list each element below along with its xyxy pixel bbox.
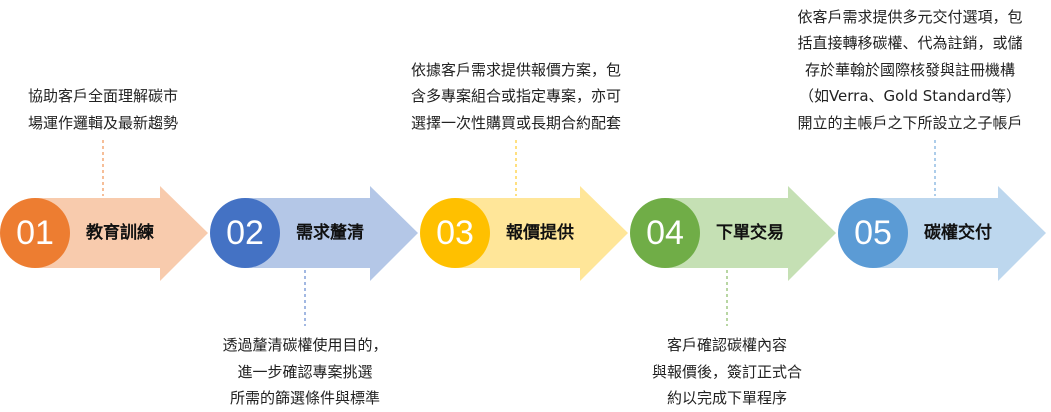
step-label: 碳權交付	[924, 223, 992, 243]
step-01-description: 協助客戶全面理解碳市場運作邏輯及最新趨勢	[28, 83, 178, 136]
step-04-arrow	[665, 186, 836, 281]
step-01-circle	[0, 198, 70, 268]
step-03-circle	[420, 198, 490, 268]
description-line: 含多專案組合或指定專案，亦可	[410, 87, 622, 105]
step-number: 05	[854, 214, 892, 252]
description-line: 與報價後，簽訂正式合	[651, 362, 803, 381]
step-05-description: 依客戶需求提供多元交付選項，包括直接轉移碳權、代為註銷，或儲存於華翰於國際核發與…	[797, 4, 1022, 137]
description-line: 存於華翰於國際核發與註冊機構	[804, 60, 1016, 79]
step-03-arrow	[455, 186, 628, 281]
step-number: 01	[16, 214, 54, 252]
step-number: 03	[436, 214, 474, 252]
step-04-circle	[630, 198, 700, 268]
step-label: 報價提供	[506, 223, 574, 243]
step-02-circle	[210, 198, 280, 268]
step-label: 需求釐清	[296, 223, 364, 243]
step-05-arrow	[873, 186, 1046, 281]
description-line: 括直接轉移碳權、代為註銷，或儲	[797, 34, 1023, 52]
description-line: 進一步確認專案挑選	[237, 362, 373, 381]
description-line: （如Verra、Gold Standard等）	[798, 87, 1022, 105]
step-number: 04	[646, 214, 684, 252]
description-line: 所需的篩選條件與標準	[229, 389, 381, 407]
step-label: 下單交易	[716, 223, 784, 243]
step-05-circle	[838, 198, 908, 268]
step-02-arrow	[245, 186, 418, 281]
step-03-description: 依據客戶需求提供報價方案，包含多專案組合或指定專案，亦可選擇一次性購買或長期合約…	[411, 57, 621, 137]
step-02-description: 透過釐清碳權使用目的， 進一步確認專案挑選所需的篩選條件與標準	[222, 332, 387, 412]
step-01-arrow	[35, 186, 208, 281]
step-number: 02	[226, 214, 264, 252]
description-line: 約以完成下單程序	[666, 389, 788, 407]
description-line: 依據客戶需求提供報價方案，包	[410, 60, 622, 79]
description-line: 選擇一次性購買或長期合約配套	[410, 113, 622, 132]
description-line: 依客戶需求提供多元交付選項，包	[797, 7, 1023, 26]
description-line: 協助客戶全面理解碳市	[27, 87, 179, 105]
step-label: 教育訓練	[86, 223, 154, 243]
description-line: 透過釐清碳權使用目的，	[222, 336, 388, 354]
step-04-description: 客戶確認碳權內容與報價後，簽訂正式合約以完成下單程序	[652, 332, 802, 412]
description-line: 開立的主帳戶之下所設立之子帳戶	[797, 113, 1023, 132]
description-line: 客戶確認碳權內容	[666, 336, 788, 354]
description-line: 場運作邏輯及最新趨勢	[27, 113, 179, 132]
